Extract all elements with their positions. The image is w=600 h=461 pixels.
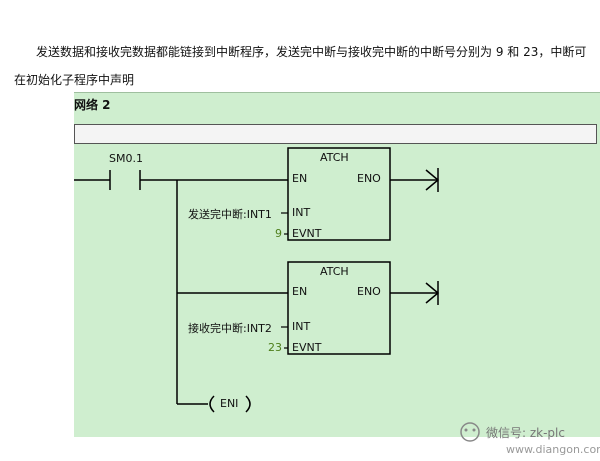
- watermark-site: www.diangon.com: [506, 443, 600, 456]
- evnt-pin-1: EVNT: [292, 227, 322, 240]
- watermark-logo-icon: [460, 422, 480, 442]
- ladder-network-panel[interactable]: [74, 92, 600, 437]
- int-pin-2: INT: [292, 320, 311, 333]
- atch-title-2: ATCH: [320, 265, 349, 278]
- int-pin-1: INT: [292, 206, 311, 219]
- int-operand-1[interactable]: 发送完中断:INT1: [188, 208, 272, 221]
- int-operand-2[interactable]: 接收完中断:INT2: [188, 322, 272, 335]
- evnt-operand-2[interactable]: 23: [268, 341, 282, 354]
- evnt-operand-1[interactable]: 9: [275, 227, 282, 240]
- output-arrow-1: [425, 168, 440, 192]
- output-arrow-2: [425, 281, 440, 305]
- eni-coil-left: [209, 395, 215, 413]
- atch-box-1: [287, 147, 391, 241]
- eni-coil-label: ENI: [220, 397, 239, 410]
- eni-coil-right: [245, 395, 251, 413]
- network-comment-field[interactable]: [74, 124, 597, 144]
- eno-pin-1: ENO: [357, 172, 381, 185]
- atch-title-1: ATCH: [320, 151, 349, 164]
- atch-box-2: [287, 261, 391, 355]
- en-pin-2: EN: [292, 285, 308, 298]
- intro-paragraph: 发送数据和接收完数据都能链接到中断程序，发送完中断与接收完中断的中断号分别为 9…: [14, 45, 587, 87]
- panel-top-edge: [74, 92, 600, 93]
- network-title: 网络 2: [74, 98, 111, 112]
- evnt-pin-2: EVNT: [292, 341, 322, 354]
- eno-pin-2: ENO: [357, 285, 381, 298]
- watermark-wechat: 微信号: zk-plc: [486, 426, 565, 440]
- en-pin-1: EN: [292, 172, 308, 185]
- contact-label: SM0.1: [109, 152, 143, 165]
